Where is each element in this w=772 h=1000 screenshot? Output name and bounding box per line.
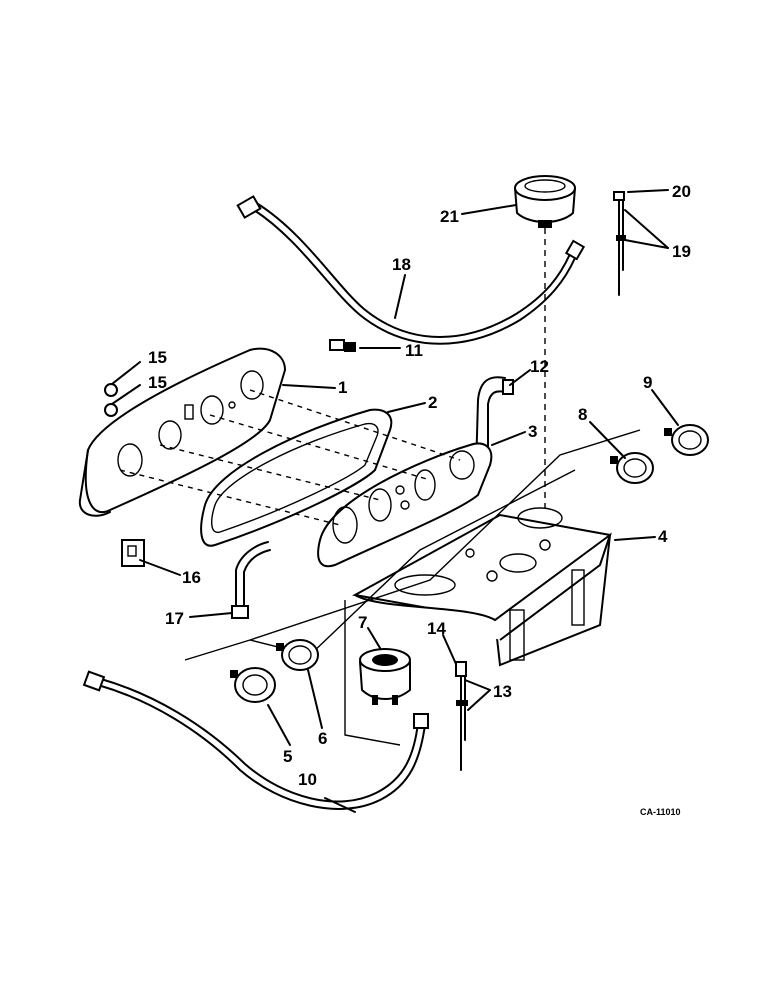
small-tube bbox=[231, 541, 271, 619]
lower-cable bbox=[82, 670, 429, 810]
probe-assembly bbox=[613, 191, 626, 296]
gauge-9 bbox=[664, 424, 709, 456]
callout-16: 16 bbox=[182, 568, 201, 587]
callout-11: 11 bbox=[405, 341, 423, 360]
callout-2: 2 bbox=[428, 393, 437, 412]
callout-10: 10 bbox=[298, 770, 317, 789]
callout-9: 9 bbox=[643, 373, 652, 392]
dash-panel bbox=[317, 442, 493, 568]
callout-15a: 15 bbox=[148, 348, 167, 367]
callout-3: 3 bbox=[528, 422, 537, 441]
leader-lines bbox=[111, 189, 679, 813]
callout-12: 12 bbox=[530, 357, 549, 376]
callout-7: 7 bbox=[358, 613, 367, 632]
callout-1: 1 bbox=[338, 378, 347, 397]
fitting bbox=[329, 339, 356, 352]
callout-17: 17 bbox=[165, 609, 184, 628]
callout-13: 13 bbox=[493, 682, 512, 701]
callout-4: 4 bbox=[658, 527, 668, 546]
callout-8: 8 bbox=[578, 405, 587, 424]
reference-code: CA-11010 bbox=[640, 807, 681, 817]
callout-20: 20 bbox=[672, 182, 691, 201]
sender bbox=[455, 661, 468, 771]
outer-bezel bbox=[78, 347, 287, 517]
callout-21: 21 bbox=[440, 207, 459, 226]
upper-cable bbox=[236, 195, 586, 345]
elbow-tube bbox=[475, 376, 514, 471]
gauge-8 bbox=[610, 452, 654, 484]
panel-housing bbox=[344, 507, 612, 746]
callout-6: 6 bbox=[318, 729, 327, 748]
callout-18: 18 bbox=[392, 255, 411, 274]
screws bbox=[104, 383, 118, 417]
gasket bbox=[200, 408, 393, 547]
gauge-7 bbox=[359, 648, 411, 705]
gauge-5 bbox=[230, 667, 276, 703]
callout-15b: 15 bbox=[148, 373, 167, 392]
callout-14: 14 bbox=[427, 619, 446, 638]
callout-5: 5 bbox=[283, 747, 292, 766]
bracket bbox=[121, 539, 145, 567]
callout-19: 19 bbox=[672, 242, 691, 261]
top-gauge bbox=[514, 175, 576, 510]
gauge-6 bbox=[276, 639, 319, 671]
